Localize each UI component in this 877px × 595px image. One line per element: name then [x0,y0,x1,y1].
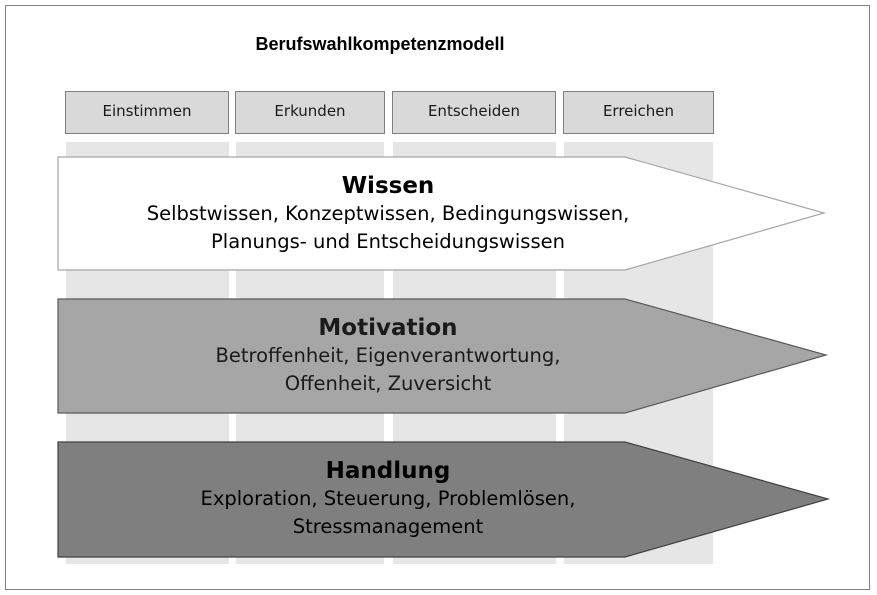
arrow-handlung-line-2: Stressmanagement [292,515,484,538]
arrow-handlung-text: Handlung Exploration, Steuerung, Problem… [58,458,718,541]
arrow-wissen-heading: Wissen [341,173,435,199]
arrow-motivation-shape [57,298,829,414]
arrow-wissen-line-1: Selbstwissen, Konzeptwissen, Bedingungsw… [146,202,630,225]
phase-header-erreichen: Erreichen [563,91,714,134]
phase-header-entscheiden: Entscheiden [392,91,556,134]
arrow-handlung-shape [57,441,831,558]
arrow-handlung-heading: Handlung [325,458,451,484]
arrow-wissen-text: Wissen Selbstwissen, Konzeptwissen, Bedi… [58,173,718,256]
arrow-wissen-shape [57,156,827,271]
arrow-motivation-line-1: Betroffenheit, Eigenverantwortung, [215,344,561,367]
arrow-motivation-text: Motivation Betroffenheit, Eigenverantwor… [58,315,718,398]
phase-header-einstimmen: Einstimmen [65,91,229,134]
arrow-wissen-line-2: Planungs- und Entscheidungswissen [211,230,565,253]
arrow-motivation-line-2: Offenheit, Zuversicht [284,372,492,395]
phase-header-erkunden: Erkunden [235,91,385,134]
diagram-title: Berufswahlkompetenzmodell [255,34,505,54]
arrow-handlung-line-1: Exploration, Steuerung, Problemlösen, [200,487,576,510]
arrow-motivation-heading: Motivation [318,315,458,341]
